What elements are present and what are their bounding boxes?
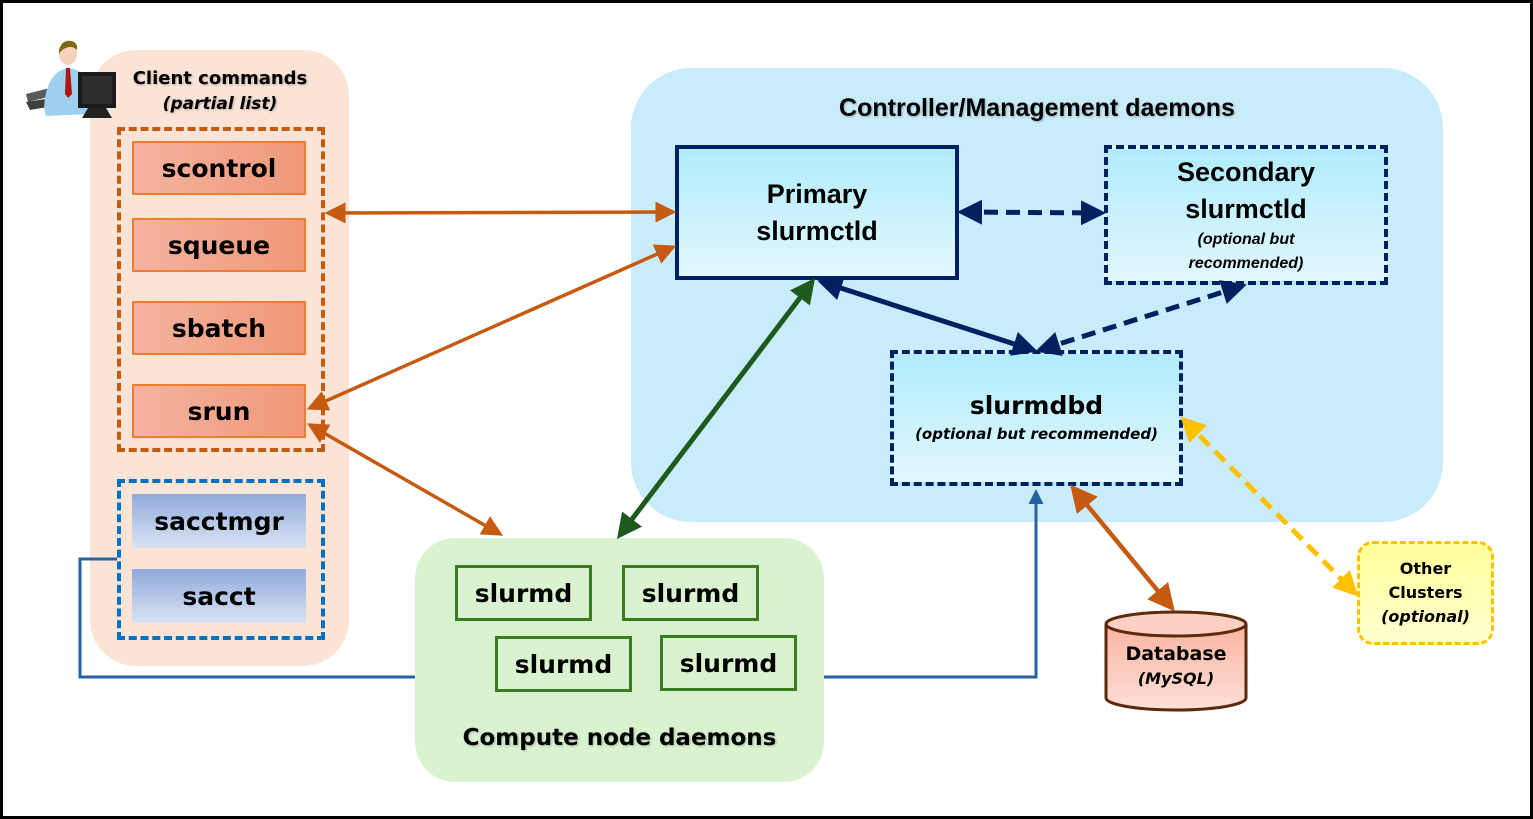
slurmdbd-note: (optional but recommended) xyxy=(915,425,1158,443)
database[interactable]: Database (MySQL) xyxy=(1104,640,1248,690)
other-clusters[interactable]: Other Clusters (optional) xyxy=(1357,541,1494,645)
slurmd-node[interactable]: slurmd xyxy=(455,565,592,621)
client-commands-title: Client commands xyxy=(132,68,308,89)
user-at-computer-icon xyxy=(26,40,116,118)
other-clusters-note: (optional) xyxy=(1381,607,1470,626)
slurmd-node[interactable]: slurmd xyxy=(495,636,632,692)
other-clusters-line2: Clusters xyxy=(1388,583,1463,602)
command-sacctmgr[interactable]: sacctmgr xyxy=(132,494,306,548)
client-commands-subtitle: (partial list) xyxy=(162,94,278,114)
secondary-slurmctld-line1: Secondary xyxy=(1176,157,1316,187)
other-clusters-line1: Other xyxy=(1399,559,1452,578)
primary-slurmctld-line2: slurmctld xyxy=(756,215,878,246)
command-sbatch[interactable]: sbatch xyxy=(132,301,306,355)
primary-slurmctld-line1: Primary xyxy=(766,178,868,209)
slurmdbd[interactable]: slurmdbd (optional but recommended) xyxy=(890,350,1183,486)
primary-slurmctld[interactable]: Primary slurmctld xyxy=(675,145,959,280)
controller-title: Controller/Management daemons xyxy=(839,94,1235,122)
slurmd-node[interactable]: slurmd xyxy=(660,635,797,691)
command-squeue[interactable]: squeue xyxy=(132,218,306,272)
secondary-slurmctld-note2: recommended) xyxy=(1188,255,1304,272)
database-note: (MySQL) xyxy=(1137,669,1215,688)
slurmdbd-name: slurmdbd xyxy=(969,391,1104,420)
compute-node-title: Compute node daemons xyxy=(462,725,777,751)
slurmd-node[interactable]: slurmd xyxy=(622,565,759,621)
command-scontrol[interactable]: scontrol xyxy=(132,141,306,195)
secondary-slurmctld[interactable]: Secondary slurmctld (optional but recomm… xyxy=(1104,145,1388,285)
database-cylinder-icon xyxy=(1104,610,1248,712)
secondary-slurmctld-note1: (optional but xyxy=(1197,231,1295,248)
command-srun[interactable]: srun xyxy=(132,384,306,438)
command-sacct[interactable]: sacct xyxy=(132,569,306,623)
secondary-slurmctld-line2: slurmctld xyxy=(1185,194,1307,224)
database-name: Database xyxy=(1125,643,1227,665)
